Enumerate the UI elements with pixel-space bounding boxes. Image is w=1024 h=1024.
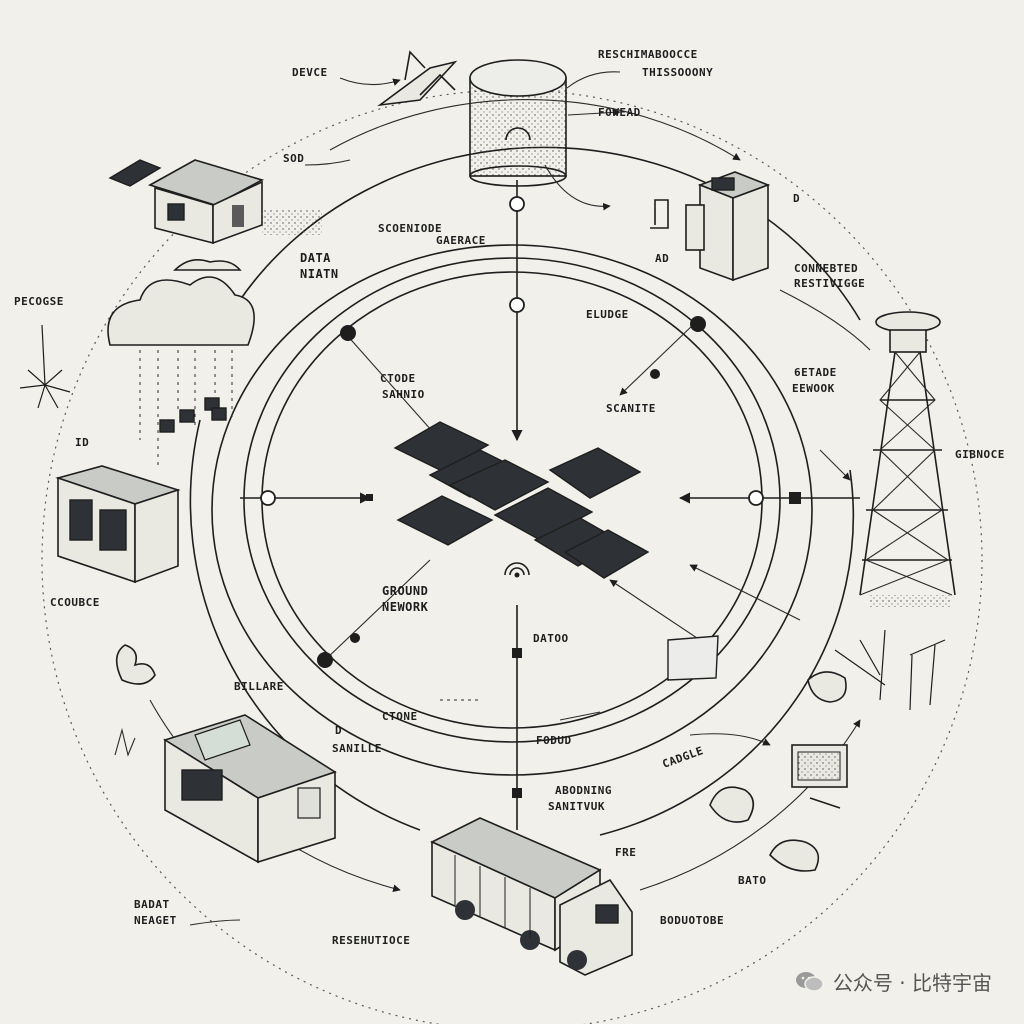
- label-gibnoce: GIBNOCE: [955, 448, 1005, 461]
- signal-burst-icon: [19, 324, 71, 409]
- label-ground-1: GROUND: [382, 584, 428, 598]
- label-cadgle: CADGLE: [661, 744, 706, 771]
- label-billare: BILLARE: [234, 680, 284, 693]
- label-connected-2: RESTIVIGGE: [794, 277, 865, 290]
- label-ctone: CTONE: [382, 710, 418, 723]
- truck-icon: [430, 817, 633, 976]
- turbines-icon: [834, 629, 946, 711]
- label-abodning-1: ABODNING: [555, 784, 612, 797]
- data-dome: [469, 59, 567, 187]
- label-data-main-1: DATA: [300, 251, 331, 265]
- label-sat-network-1: 6ETADE: [794, 366, 837, 379]
- label-device: DEVCE: [292, 66, 328, 79]
- rocks-icon: [709, 671, 847, 872]
- tablet-icon: [667, 635, 719, 681]
- label-fre: FRE: [615, 846, 636, 859]
- cloud-icon: [107, 259, 255, 470]
- label-scenario-1: SCOENIODE: [378, 222, 442, 235]
- tower-icon: [859, 311, 956, 607]
- watermark-text: 公众号 · 比特宇宙: [832, 971, 992, 995]
- plant-icon: [114, 644, 156, 757]
- label-d-lower: D: [335, 724, 342, 737]
- kiosk-icon: [650, 171, 771, 282]
- label-id-left: ID: [75, 436, 89, 449]
- label-ground-2: NEWORK: [382, 600, 429, 614]
- label-store-2: SAHNIO: [382, 388, 425, 401]
- label-badat-2: NEAGET: [134, 914, 177, 927]
- diagram-labels: DEVCE RESCHIMABOOCCE THISSOOONY FOWEAD S…: [14, 48, 1005, 947]
- satellite-panels: [393, 421, 650, 579]
- label-abodning-2: SANITVUK: [548, 800, 605, 813]
- label-research-tech-2: THISSOOONY: [642, 66, 713, 79]
- label-fodud: FODUD: [536, 734, 572, 747]
- label-store-1: CTODE: [380, 372, 416, 385]
- label-d-top: D: [793, 192, 800, 205]
- watermark: 公众号 · 比特宇宙: [795, 967, 992, 996]
- label-bato: BATO: [738, 874, 767, 887]
- label-ccoubce: CCOUBCE: [50, 596, 100, 609]
- label-scenario-2: GAERACE: [436, 234, 486, 247]
- drone-icon: [377, 50, 458, 107]
- label-resehrtioce: RESEHUTIOCE: [332, 934, 410, 947]
- label-ad: AD: [655, 252, 669, 265]
- wechat-icon: [795, 970, 825, 994]
- house-icon: [108, 159, 322, 245]
- label-data-main-2: NIATN: [300, 267, 339, 281]
- leader-lines: [189, 71, 871, 926]
- label-elude: ELUDGE: [586, 308, 629, 321]
- label-sat-network-2: EEWOOK: [792, 382, 835, 395]
- label-connected-1: CONNEBTED: [794, 262, 858, 275]
- label-sod: SOD: [283, 152, 304, 165]
- label-forward: FOWEAD: [598, 106, 641, 119]
- server-cabinet-icon: [55, 465, 181, 584]
- label-research-tech-1: RESCHIMABOOCCE: [598, 48, 698, 61]
- container-unit-icon: [163, 714, 337, 864]
- label-pecogge: PECOGSE: [14, 295, 64, 308]
- outer-ring: [41, 89, 983, 1024]
- label-badat-1: BADAT: [134, 898, 170, 911]
- label-sanille: SANILLE: [332, 742, 382, 755]
- label-scanite: SCANITE: [606, 402, 656, 415]
- network-nodes: [260, 196, 801, 798]
- monitor-icon: [791, 744, 848, 809]
- label-boduotoe: BODUOTOBE: [660, 914, 724, 927]
- label-datoo: DATOO: [533, 632, 569, 645]
